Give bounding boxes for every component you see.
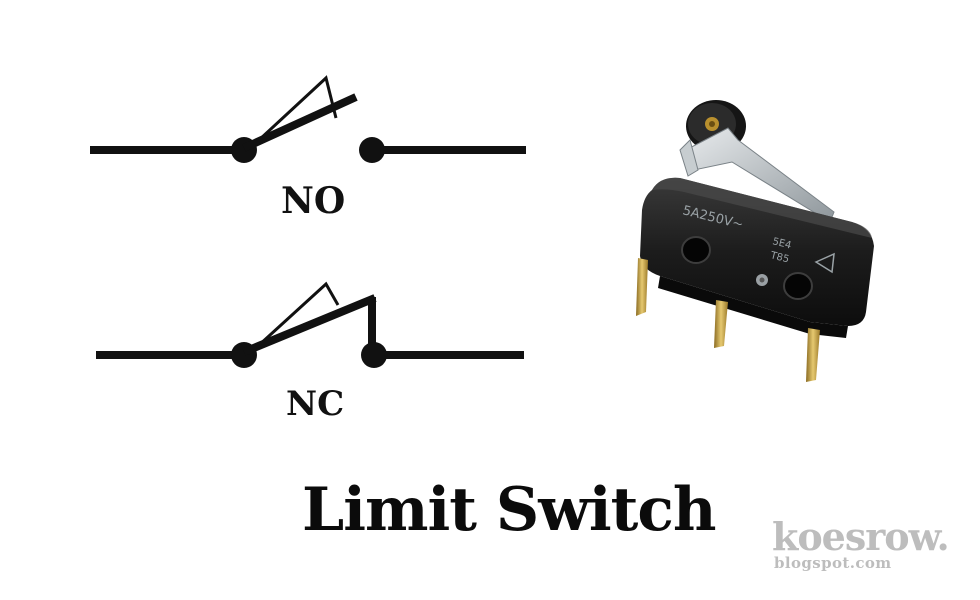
no-actuator-arm (242, 93, 358, 152)
nc-label: NC (286, 384, 345, 424)
no-label: NO (281, 180, 346, 222)
nc-switch-symbol (96, 281, 524, 368)
watermark: koesrow. blogspot.com (772, 514, 950, 572)
model-marking: 5E4 (771, 236, 792, 251)
nc-actuator-arm (242, 294, 377, 356)
limit-switch-photo: 5A250V~ 5E4 T85 (636, 100, 874, 382)
no-switch-symbol (90, 75, 526, 163)
no-actuator-lever (257, 75, 338, 142)
terminals (636, 258, 820, 382)
nc-actuator-lever (256, 281, 340, 348)
switch-body (640, 177, 874, 338)
code-marking: T85 (768, 250, 790, 265)
watermark-sub: blogspot.com (774, 554, 892, 572)
diagram-title: Limit Switch (302, 475, 717, 545)
watermark-main: koesrow. (772, 514, 950, 559)
